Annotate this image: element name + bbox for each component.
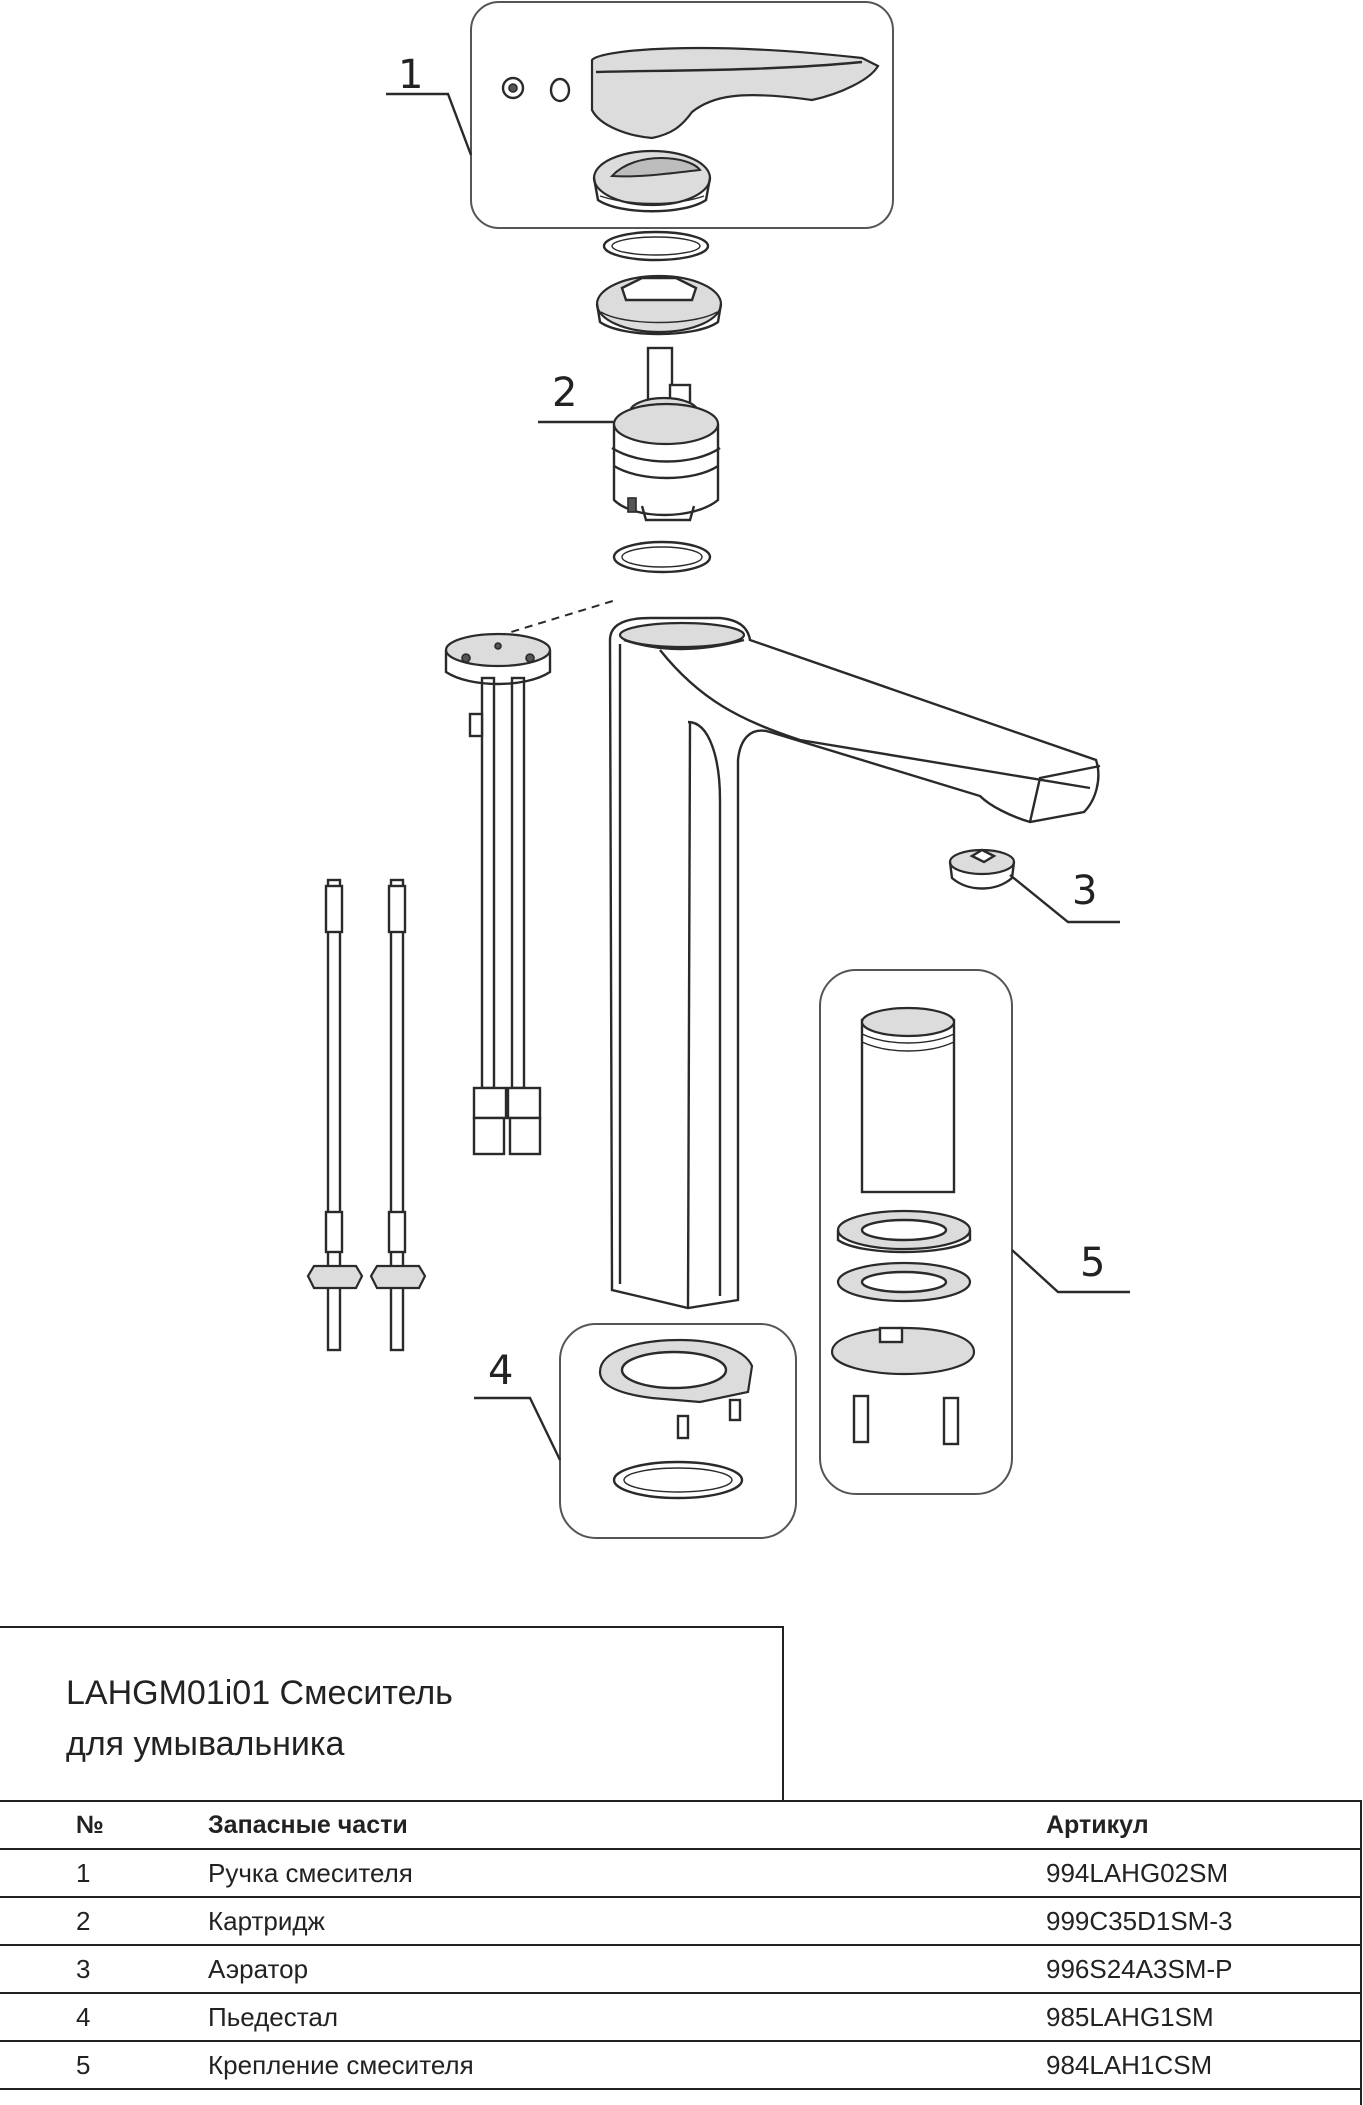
part-2-cartridge	[538, 346, 721, 522]
table-row: 1 Ручка смесителя 994LAHG02SM	[0, 1848, 1362, 1898]
cartridge-nut	[595, 274, 723, 336]
row-number: 3	[0, 1944, 208, 1994]
connector-dashed	[497, 599, 617, 637]
table-row: 4 Пьедестал 985LAHG1SM	[0, 1992, 1362, 2042]
callout-5: 5	[1080, 1240, 1105, 1286]
row-article: 984LAH1CSM	[1046, 2040, 1362, 2090]
row-article: 999C35D1SM-3	[1046, 1896, 1362, 1946]
part-4-pedestal	[474, 1323, 797, 1539]
table-right-border	[1360, 1800, 1362, 2105]
table-row: 5 Крепление смесителя 984LAH1CSM	[0, 2040, 1362, 2090]
part-1-handle-group	[386, 1, 894, 229]
spare-parts-table: № Запасные части Артикул 1 Ручка смесите…	[0, 1800, 1362, 2090]
faucet-body	[608, 616, 1101, 1310]
callout-1: 1	[398, 52, 423, 98]
title-block: LAHGM01i01 Смеситель для умывальника	[0, 1626, 784, 1801]
row-article: 994LAHG02SM	[1046, 1848, 1362, 1898]
table-row: 2 Картридж 999C35D1SM-3	[0, 1896, 1362, 1946]
row-number: 4	[0, 1992, 208, 2042]
exploded-view-drawing: 1 2	[306, 1, 1130, 1539]
row-part-name: Крепление смесителя	[208, 2040, 1046, 2090]
o-ring-top	[602, 230, 710, 262]
row-part-name: Ручка смесителя	[208, 1848, 1046, 1898]
callout-4: 4	[488, 1348, 513, 1394]
row-part-name: Пьедестал	[208, 1992, 1046, 2042]
header-article: Артикул	[1046, 1800, 1362, 1850]
callout-2: 2	[552, 370, 577, 416]
table-row: 3 Аэратор 996S24A3SM-P	[0, 1944, 1362, 1994]
o-ring-cartridge	[612, 540, 712, 574]
part-5-mounting-set	[819, 969, 1130, 1495]
row-part-name: Картридж	[208, 1896, 1046, 1946]
product-title: LAHGM01i01 Смеситель для умывальника	[66, 1668, 766, 1770]
base-plate-with-hoses	[444, 632, 552, 1156]
flexible-hoses	[306, 878, 427, 1352]
part-3-aerator	[948, 848, 1120, 924]
title-line-2: для умывальника	[66, 1725, 345, 1763]
row-article: 985LAHG1SM	[1046, 1992, 1362, 2042]
row-number: 2	[0, 1896, 208, 1946]
row-article: 996S24A3SM-P	[1046, 1944, 1362, 1994]
row-part-name: Аэратор	[208, 1944, 1046, 1994]
callout-3: 3	[1072, 868, 1097, 914]
row-number: 1	[0, 1848, 208, 1898]
header-number: №	[0, 1800, 208, 1850]
header-part: Запасные части	[208, 1800, 1046, 1850]
title-line-1: LAHGM01i01 Смеситель	[66, 1674, 453, 1712]
row-number: 5	[0, 2040, 208, 2090]
table-header-row: № Запасные части Артикул	[0, 1800, 1362, 1850]
